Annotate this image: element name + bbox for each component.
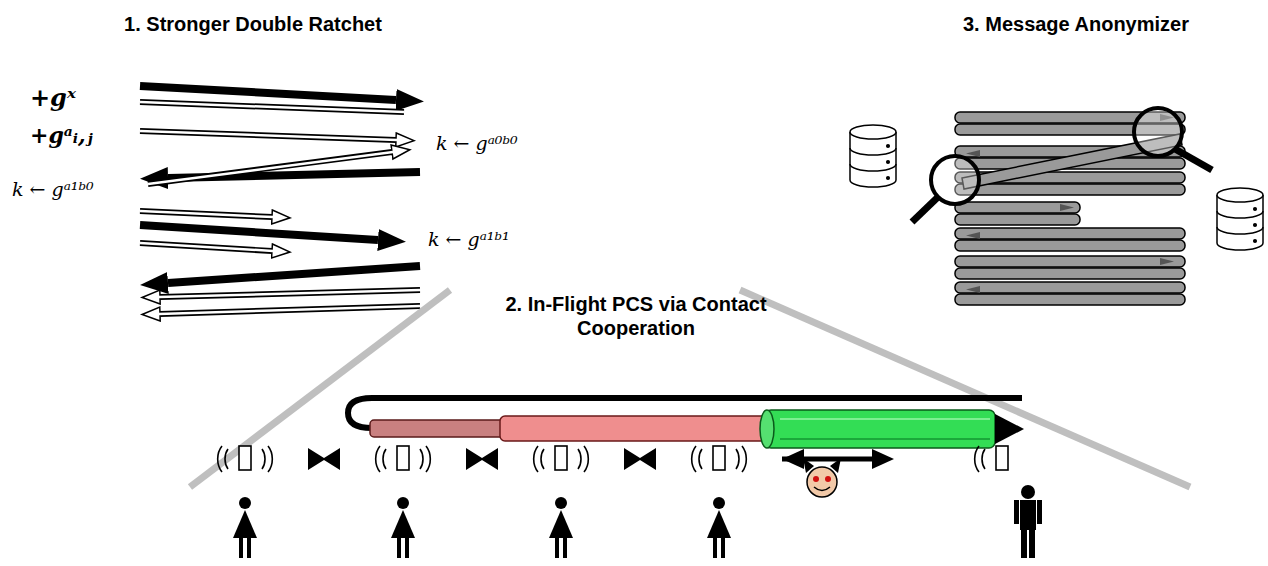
database-icon bbox=[850, 125, 1263, 250]
contact-chain bbox=[218, 446, 1042, 558]
section-heading: 1. Stronger Double Ratchet bbox=[124, 12, 382, 36]
separator-line bbox=[740, 290, 1190, 487]
magnifier-icon bbox=[912, 108, 1212, 222]
section-heading: 3. Message Anonymizer bbox=[963, 12, 1189, 36]
ratchet-arrows bbox=[140, 86, 420, 314]
math-label: k ← gᵃ¹ᵇ⁰ bbox=[12, 178, 94, 201]
math-label: k ← gᵃ⁰ᵇ⁰ bbox=[436, 132, 518, 155]
math-label: k ← gᵃ¹ᵇ¹ bbox=[428, 228, 510, 251]
math-label: +gᵃᵢ,ⱼ bbox=[30, 122, 93, 148]
devil-icon bbox=[803, 458, 841, 497]
pcs-tube bbox=[348, 398, 1024, 448]
separator-line bbox=[190, 290, 450, 487]
section-heading: 2. In-Flight PCS via Contact Cooperation bbox=[496, 292, 776, 340]
math-label: +gˣ bbox=[30, 84, 76, 113]
